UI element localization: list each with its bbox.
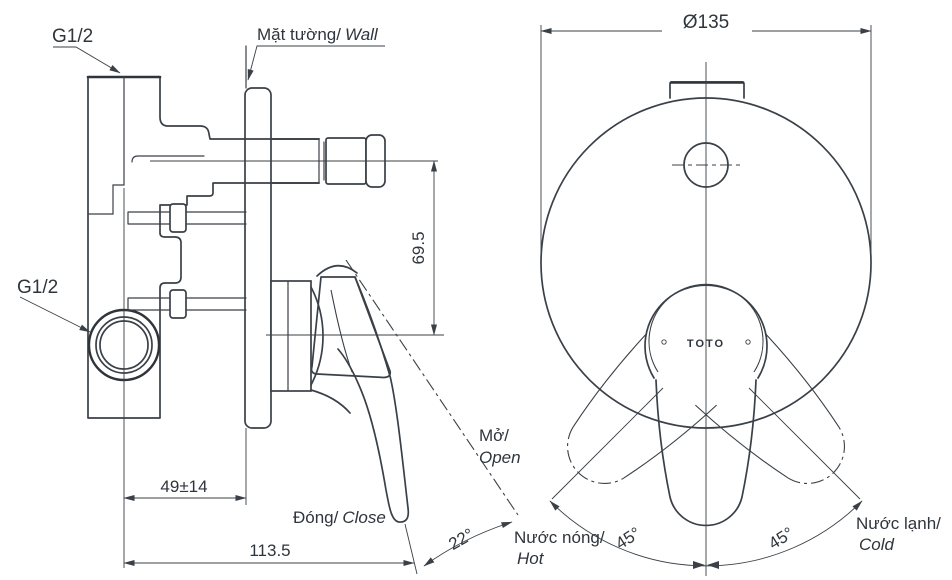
side-view: 69.5 49±14 113.5 22° G1/2 G1/2 Mặ: [17, 25, 521, 575]
top-connector-tab: [669, 81, 745, 99]
handle-pin-left: [661, 339, 667, 345]
front-view: TOTO Ø135 45° 45° Nước nóng/ Hot Nước lạ…: [514, 12, 941, 576]
hot-label-en: Hot: [517, 549, 545, 568]
dim-45-hot-text: 45°: [612, 523, 644, 553]
dim-69-5-text: 69.5: [409, 231, 428, 264]
toto-logo: TOTO: [687, 338, 725, 350]
body-step-detail: [88, 184, 125, 215]
dim-135-text: Ø135: [683, 12, 729, 33]
handle-tip-extension: [404, 523, 418, 575]
open-label-vi: Mở/: [479, 426, 509, 445]
swing-angle-lines: [551, 387, 861, 500]
thread-top-label: G1/2: [52, 26, 93, 47]
center-arrow-right: [707, 561, 719, 569]
dim-open-angle: 22°: [423, 521, 513, 567]
dim-113-5: 113.5: [123, 541, 415, 567]
dim-49-14-text: 49±14: [160, 477, 207, 496]
cartridge-cap-curve: [310, 286, 324, 386]
valve-body-upper: [87, 76, 320, 140]
dim-plate-diameter: Ø135: [540, 12, 872, 263]
open-label-en: Open: [479, 448, 521, 467]
handle-dome-inner: [648, 283, 764, 373]
handle-dome-outer: [644, 284, 768, 379]
leader-thread-side: G1/2: [17, 277, 91, 333]
wall-label: Mặt tường/Wall: [257, 25, 379, 44]
body-ledge-line: [131, 155, 205, 163]
wall-plate-side: [244, 87, 272, 429]
close-label: Đóng/Close: [293, 508, 386, 527]
hot-label-vi: Nước nóng/: [514, 528, 605, 547]
handle-lever-front: [655, 379, 757, 527]
cartridge-housing: [270, 280, 312, 392]
thread-side-label: G1/2: [17, 277, 58, 298]
dim-69-5: 69.5: [409, 160, 438, 336]
mounting-screw-lower: [127, 289, 247, 319]
handle-open-centerline: [345, 259, 519, 516]
valve-body-lower: [87, 76, 320, 419]
dim-113-5-text: 113.5: [249, 541, 290, 560]
handle-pin-right: [745, 339, 751, 345]
cold-label-en: Cold: [859, 535, 895, 554]
leader-thread-top: G1/2: [52, 26, 121, 74]
mounting-screw-upper: [127, 203, 247, 233]
center-arrow-left: [693, 561, 705, 569]
leader-wall: Mặt tường/Wall: [247, 25, 385, 81]
handle-side-closed: [310, 264, 410, 523]
dim-49-14: 49±14: [123, 477, 247, 502]
cold-label-vi: Nước lạnh/: [856, 514, 941, 533]
